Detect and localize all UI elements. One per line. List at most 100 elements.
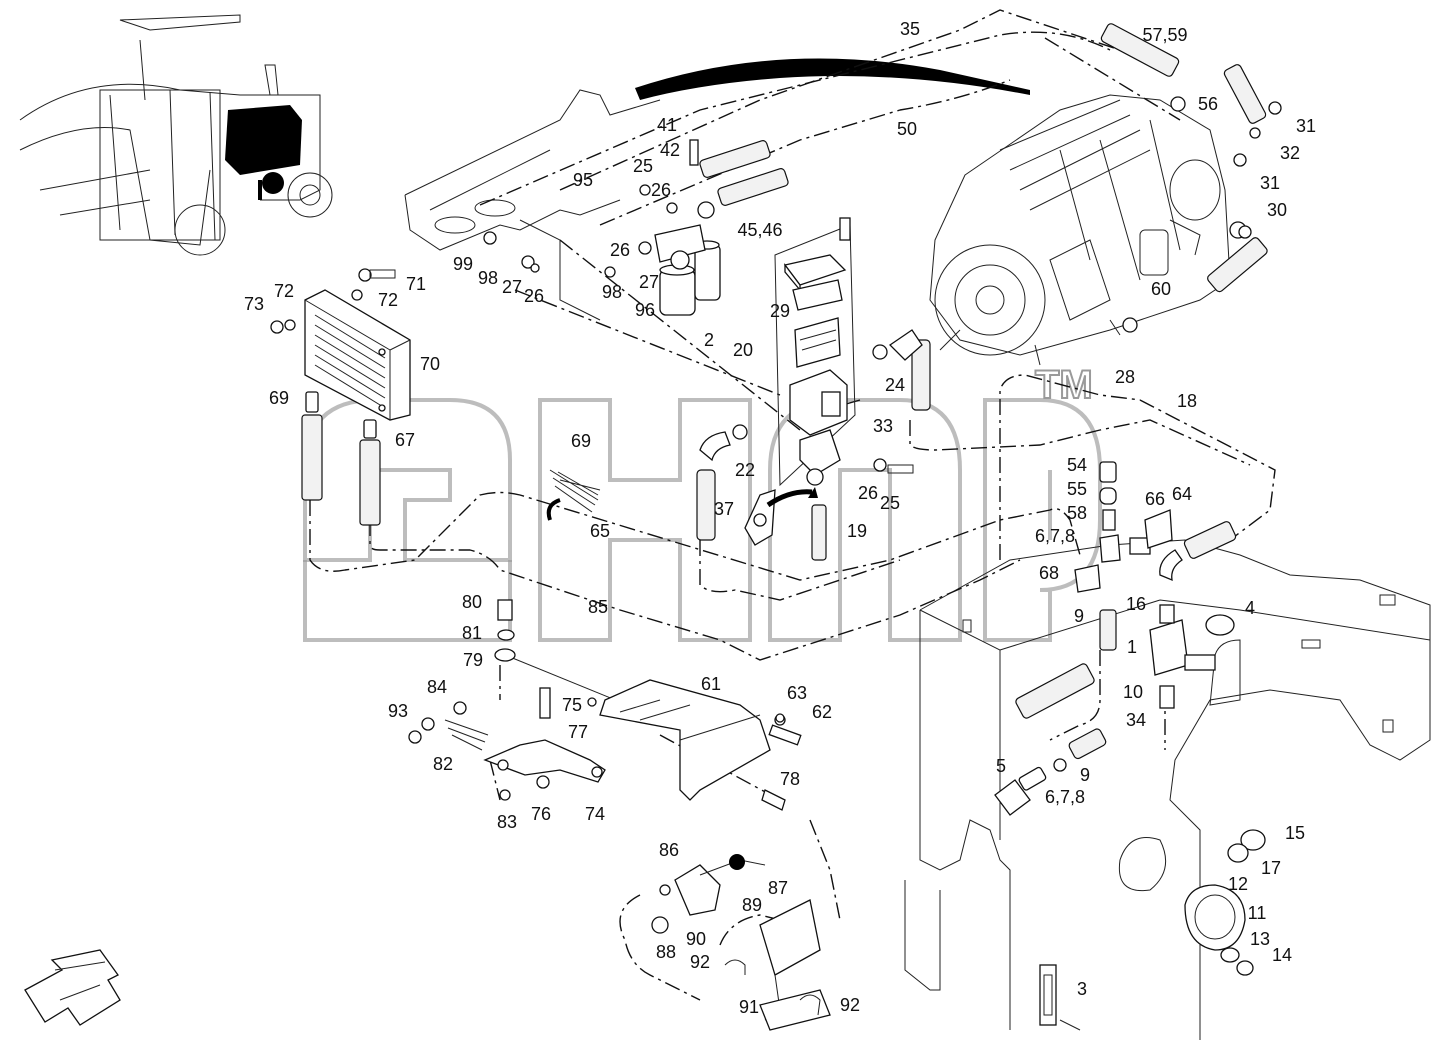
center-hoses: [696, 329, 1237, 582]
callout-label: 93: [388, 701, 408, 721]
callout-label: 45,46: [737, 220, 782, 240]
callout-label: 77: [568, 722, 588, 742]
oil-cooler: [304, 289, 411, 421]
hand-throttle: [651, 854, 831, 1031]
callout-label: 79: [463, 650, 483, 670]
callout-label: 65: [590, 521, 610, 541]
callout-label: 80: [462, 592, 482, 612]
callout-label: 81: [462, 623, 482, 643]
callout-label: 84: [427, 677, 447, 697]
callout-label: 82: [433, 754, 453, 774]
callout-label: 95: [573, 170, 593, 190]
control-linkage: [408, 599, 802, 811]
callout-label: 31: [1260, 173, 1280, 193]
callout-label: 25: [880, 493, 900, 513]
callout-label: 31: [1296, 116, 1316, 136]
callout-label: 18: [1177, 391, 1197, 411]
callout-label: 37: [714, 499, 734, 519]
callout-label: 27: [639, 272, 659, 292]
callout-label: 26: [858, 483, 878, 503]
callout-label: 2: [704, 330, 714, 350]
callout-label: 86: [659, 840, 679, 860]
callout-label: 62: [812, 702, 832, 722]
callout-label: 34: [1126, 710, 1146, 730]
callout-label: 87: [768, 878, 788, 898]
callout-label: 25: [633, 156, 653, 176]
callout-label: 66: [1145, 489, 1165, 509]
valve-fittings: [1074, 461, 1235, 709]
callout-label: 92: [840, 995, 860, 1015]
callout-label: 19: [847, 521, 867, 541]
cover-strip: [635, 58, 1030, 100]
callout-label: 61: [701, 674, 721, 694]
callout-label: 12: [1228, 874, 1248, 894]
callout-label: 75: [562, 695, 582, 715]
callout-label: 76: [531, 804, 551, 824]
watermark-logo: TM: [303, 362, 1102, 642]
callout-label: 58: [1067, 503, 1087, 523]
callout-label: 88: [656, 942, 676, 962]
callout-label: 98: [602, 282, 622, 302]
upper-hoses: [689, 23, 1268, 293]
callout-label: 67: [395, 430, 415, 450]
cooler-hoses: [301, 391, 381, 526]
oil-filter-cartridges: [654, 224, 721, 316]
callout-label: 63: [787, 683, 807, 703]
tractor-thumbnail: [19, 14, 333, 256]
callout-label: 89: [742, 895, 762, 915]
callout-label: 10: [1123, 682, 1143, 702]
callout-label: 42: [660, 140, 680, 160]
hydraulic-tank-housing: [904, 539, 1431, 1040]
callout-label: 30: [1267, 200, 1287, 220]
callout-label: 6,7,8: [1045, 787, 1085, 807]
callout-label: 83: [497, 812, 517, 832]
filter-assembly: [744, 224, 856, 561]
callout-label: 27: [502, 277, 522, 297]
callout-label: 50: [897, 119, 917, 139]
callout-label: 26: [610, 240, 630, 260]
callout-label: 33: [873, 416, 893, 436]
callout-label: 98: [478, 268, 498, 288]
hose-routes: [309, 9, 1276, 1001]
spring-69: [546, 469, 601, 521]
fasteners: [270, 101, 1282, 772]
callout-label: 5: [996, 756, 1006, 776]
callout-label: 24: [885, 375, 905, 395]
callout-label: 22: [735, 460, 755, 480]
callout-label: 11: [1248, 903, 1267, 923]
callout-label: 72: [274, 281, 294, 301]
callout-label: 73: [244, 294, 264, 314]
callout-label: 54: [1067, 455, 1087, 475]
callout-label: 69: [269, 388, 289, 408]
callout-label: 74: [585, 804, 605, 824]
callout-label: 29: [770, 301, 790, 321]
callout-label: 91: [739, 997, 759, 1017]
callout-label: 71: [406, 274, 426, 294]
callout-label: 32: [1280, 143, 1300, 163]
callout-label: 85: [588, 597, 608, 617]
callout-label: 3: [1077, 979, 1087, 999]
callout-label: 60: [1151, 279, 1171, 299]
callout-label: 20: [733, 340, 753, 360]
callout-label: 4: [1245, 598, 1255, 618]
callout-label: 56: [1198, 94, 1218, 114]
callout-label: 17: [1261, 858, 1281, 878]
level-gauge: [1039, 964, 1081, 1031]
callout-label: 6,7,8: [1035, 526, 1075, 546]
callout-label: 16: [1126, 594, 1146, 614]
callout-label: 14: [1272, 945, 1292, 965]
callout-label: 90: [686, 929, 706, 949]
engine-block: [929, 94, 1231, 366]
callout-label: 15: [1285, 823, 1305, 843]
callout-label: 57,59: [1142, 25, 1187, 45]
callout-label: 9: [1074, 606, 1084, 626]
callout-label: 9: [1080, 765, 1090, 785]
drain-cover-parts: [1184, 829, 1266, 976]
callout-label: 92: [690, 952, 710, 972]
callout-label: 64: [1172, 484, 1192, 504]
callout-label: 26: [524, 286, 544, 306]
callout-label: 55: [1067, 479, 1087, 499]
callout-label: 41: [657, 115, 677, 135]
